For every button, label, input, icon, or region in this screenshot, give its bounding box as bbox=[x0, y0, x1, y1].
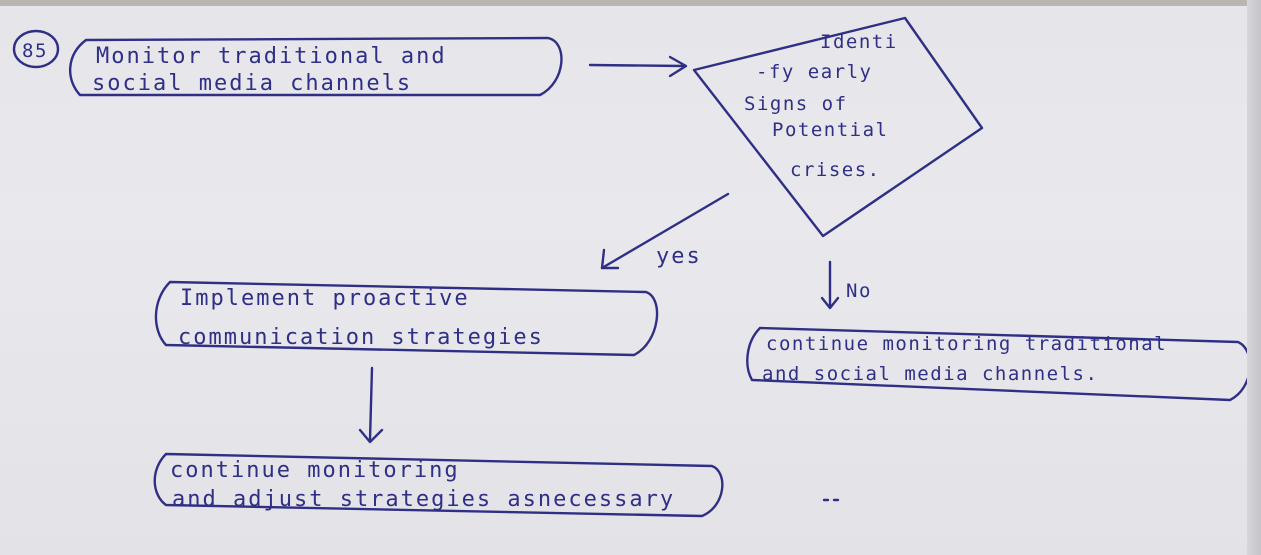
node-decision-diamond: Identi -fy early Signs of Potential cris… bbox=[692, 16, 984, 238]
node-monitor-channels: Monitor traditional and social media cha… bbox=[68, 36, 563, 97]
arrow-yes: yes bbox=[600, 192, 730, 270]
node-continue-adjust-line2: and adjust strategies asnecessary bbox=[172, 487, 675, 512]
question-number: 85 bbox=[22, 40, 48, 62]
node-monitor-outline bbox=[68, 36, 563, 97]
node-continue-monitoring-line1: continue monitoring traditional bbox=[766, 333, 1167, 355]
node-monitor-line1: Monitor traditional and bbox=[96, 44, 447, 69]
decision-line5: crises. bbox=[790, 159, 881, 181]
decision-line3: Signs of bbox=[744, 93, 848, 115]
node-implement-line2: communication strategies bbox=[178, 325, 544, 350]
decision-line4: Potential bbox=[772, 119, 888, 141]
node-continue-adjust: continue monitoring and adjust strategie… bbox=[153, 452, 724, 518]
arrow-no: No bbox=[820, 260, 872, 310]
arrow-monitor-to-decision bbox=[588, 55, 688, 78]
decision-line2: -fy early bbox=[756, 61, 872, 83]
node-continue-adjust-outline bbox=[153, 452, 724, 518]
decision-line1: Identi bbox=[820, 31, 898, 53]
arrow-implement-to-continue bbox=[358, 366, 384, 444]
node-implement-strategies: Implement proactive communication strate… bbox=[154, 280, 659, 357]
node-continue-monitoring: continue monitoring traditional and soci… bbox=[746, 326, 1252, 402]
edge-label-yes: yes bbox=[656, 244, 702, 269]
node-monitor-line2: social media channels bbox=[92, 71, 412, 96]
decision-diamond-outline bbox=[692, 16, 984, 238]
edge-label-no: No bbox=[846, 280, 872, 302]
node-continue-adjust-line1: continue monitoring bbox=[170, 458, 460, 483]
node-continue-monitoring-line2: and social media channels. bbox=[762, 363, 1098, 385]
node-implement-outline bbox=[154, 280, 659, 357]
node-implement-line1: Implement proactive bbox=[180, 286, 470, 311]
question-number-badge: 85 bbox=[12, 29, 60, 69]
